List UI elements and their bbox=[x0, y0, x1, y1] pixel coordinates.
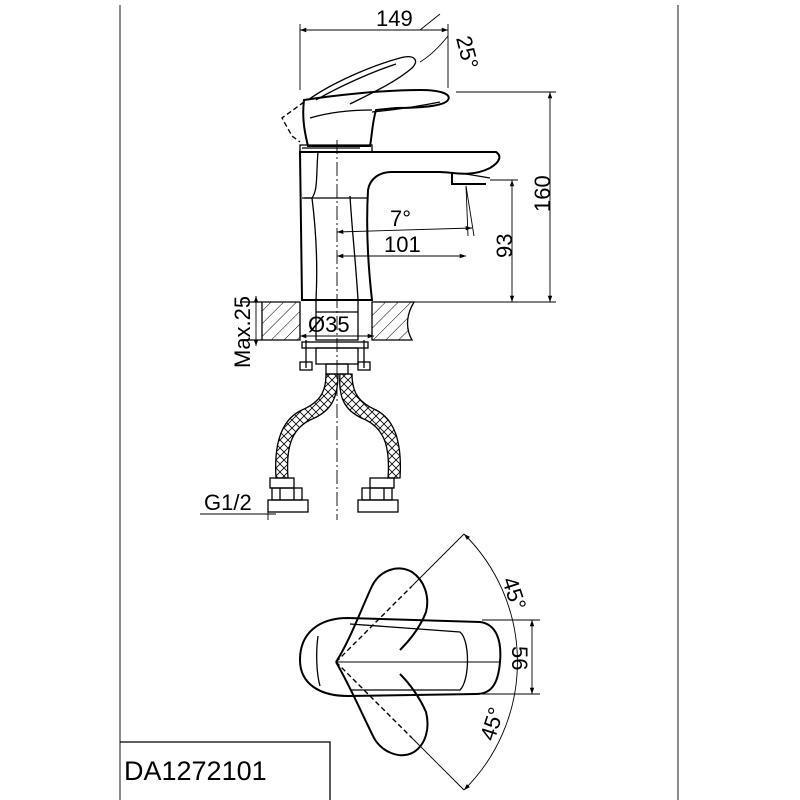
dim-handle-width: 56 bbox=[482, 619, 540, 695]
dim-height: 160 bbox=[414, 91, 556, 303]
title-block: DA1272101 bbox=[120, 741, 331, 800]
dim-handle-width-label: 56 bbox=[507, 646, 532, 670]
flexible-hoses bbox=[267, 373, 402, 513]
lever-raised-outline bbox=[281, 56, 417, 143]
dim-spout-reach: 101 bbox=[337, 232, 466, 259]
dim-thread-label: G1/2 bbox=[204, 490, 252, 515]
sheet-frame bbox=[119, 5, 679, 800]
dim-spout-height: 93 bbox=[490, 179, 518, 302]
dim-total-length: 149 bbox=[299, 6, 449, 90]
dim-rotation-upper-label: 45° bbox=[497, 574, 531, 613]
dim-spout-angle-label: 7° bbox=[390, 206, 411, 231]
dim-hole-diameter: Ø35 bbox=[300, 312, 374, 339]
model-code: DA1272101 bbox=[124, 756, 267, 786]
dim-spout-height-label: 93 bbox=[492, 234, 517, 258]
countertop-section bbox=[240, 301, 416, 341]
rotation-axes bbox=[335, 585, 413, 739]
side-view: 149 25° 160 93 7° 10 bbox=[200, 6, 556, 520]
top-handle bbox=[298, 616, 502, 698]
dim-spout-angle: 7° bbox=[336, 185, 475, 237]
dim-total-length-label: 149 bbox=[376, 6, 413, 31]
dim-lever-angle: 25° bbox=[419, 33, 483, 72]
dim-hole-diameter-label: Ø35 bbox=[308, 312, 350, 337]
dim-spout-reach-label: 101 bbox=[384, 232, 421, 257]
dim-max-thickness: Max.25 bbox=[230, 296, 259, 368]
lever-handle bbox=[302, 88, 450, 147]
top-view: 45° 45° 56 bbox=[298, 533, 540, 791]
dim-lever-angle-label: 25° bbox=[451, 33, 483, 71]
dim-height-label: 160 bbox=[530, 175, 555, 212]
dim-rotation-lower-label: 45° bbox=[475, 704, 509, 743]
dim-max-thickness-label: Max.25 bbox=[230, 296, 255, 368]
dim-thread: G1/2 bbox=[200, 490, 276, 520]
